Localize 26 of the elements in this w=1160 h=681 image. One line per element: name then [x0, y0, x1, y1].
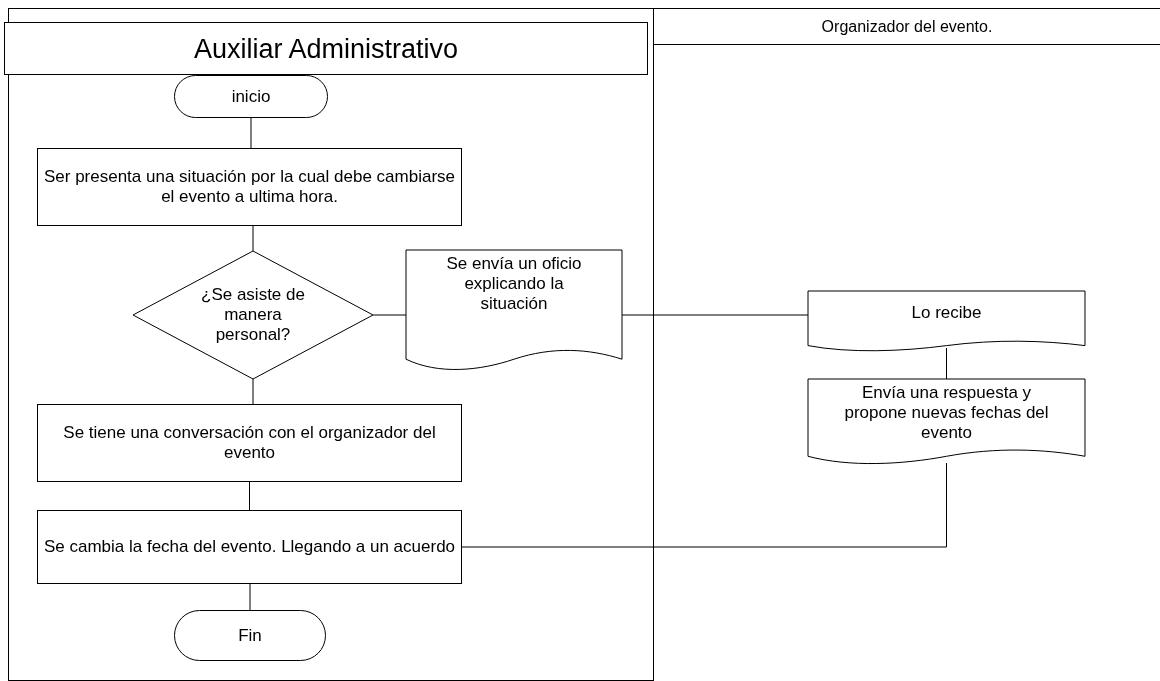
connector-line	[372, 314, 407, 316]
connector-line	[252, 378, 254, 405]
lane-header	[4, 22, 648, 75]
process-box	[37, 148, 462, 226]
swimlane	[653, 8, 1160, 681]
connector-line	[250, 117, 252, 149]
node-label: Ser presenta una situación por la cual debe cambiarse el evento a ultima hora.	[42, 167, 457, 207]
node-label: ¿Se asiste de manera personal?	[200, 285, 306, 345]
connector-line	[249, 583, 251, 611]
decision-diamond	[133, 251, 373, 379]
node-label: Se cambia la fecha del evento. Llegando a un acuerdo	[42, 537, 457, 557]
connector-line	[249, 481, 250, 511]
connector-line	[461, 462, 947, 548]
lane-title: Auxiliar Administrativo	[193, 32, 459, 65]
lane-title: Organizador del evento.	[820, 17, 994, 37]
process-box	[37, 510, 462, 584]
connector-line	[946, 347, 947, 380]
node-label: Lo recibe	[910, 302, 983, 324]
node-label: Se envía un oficio explicando la situación	[445, 253, 583, 315]
connector-line	[621, 314, 809, 316]
node-label: Se tiene una conversación con el organizador del evento	[62, 423, 437, 463]
connector-line	[252, 225, 254, 252]
node-label: inicio	[231, 86, 271, 107]
node-label: Fin	[238, 625, 262, 646]
node-label: Envía una respuesta y propone nuevas fechas del evento	[843, 382, 1050, 444]
process-box	[37, 404, 462, 482]
